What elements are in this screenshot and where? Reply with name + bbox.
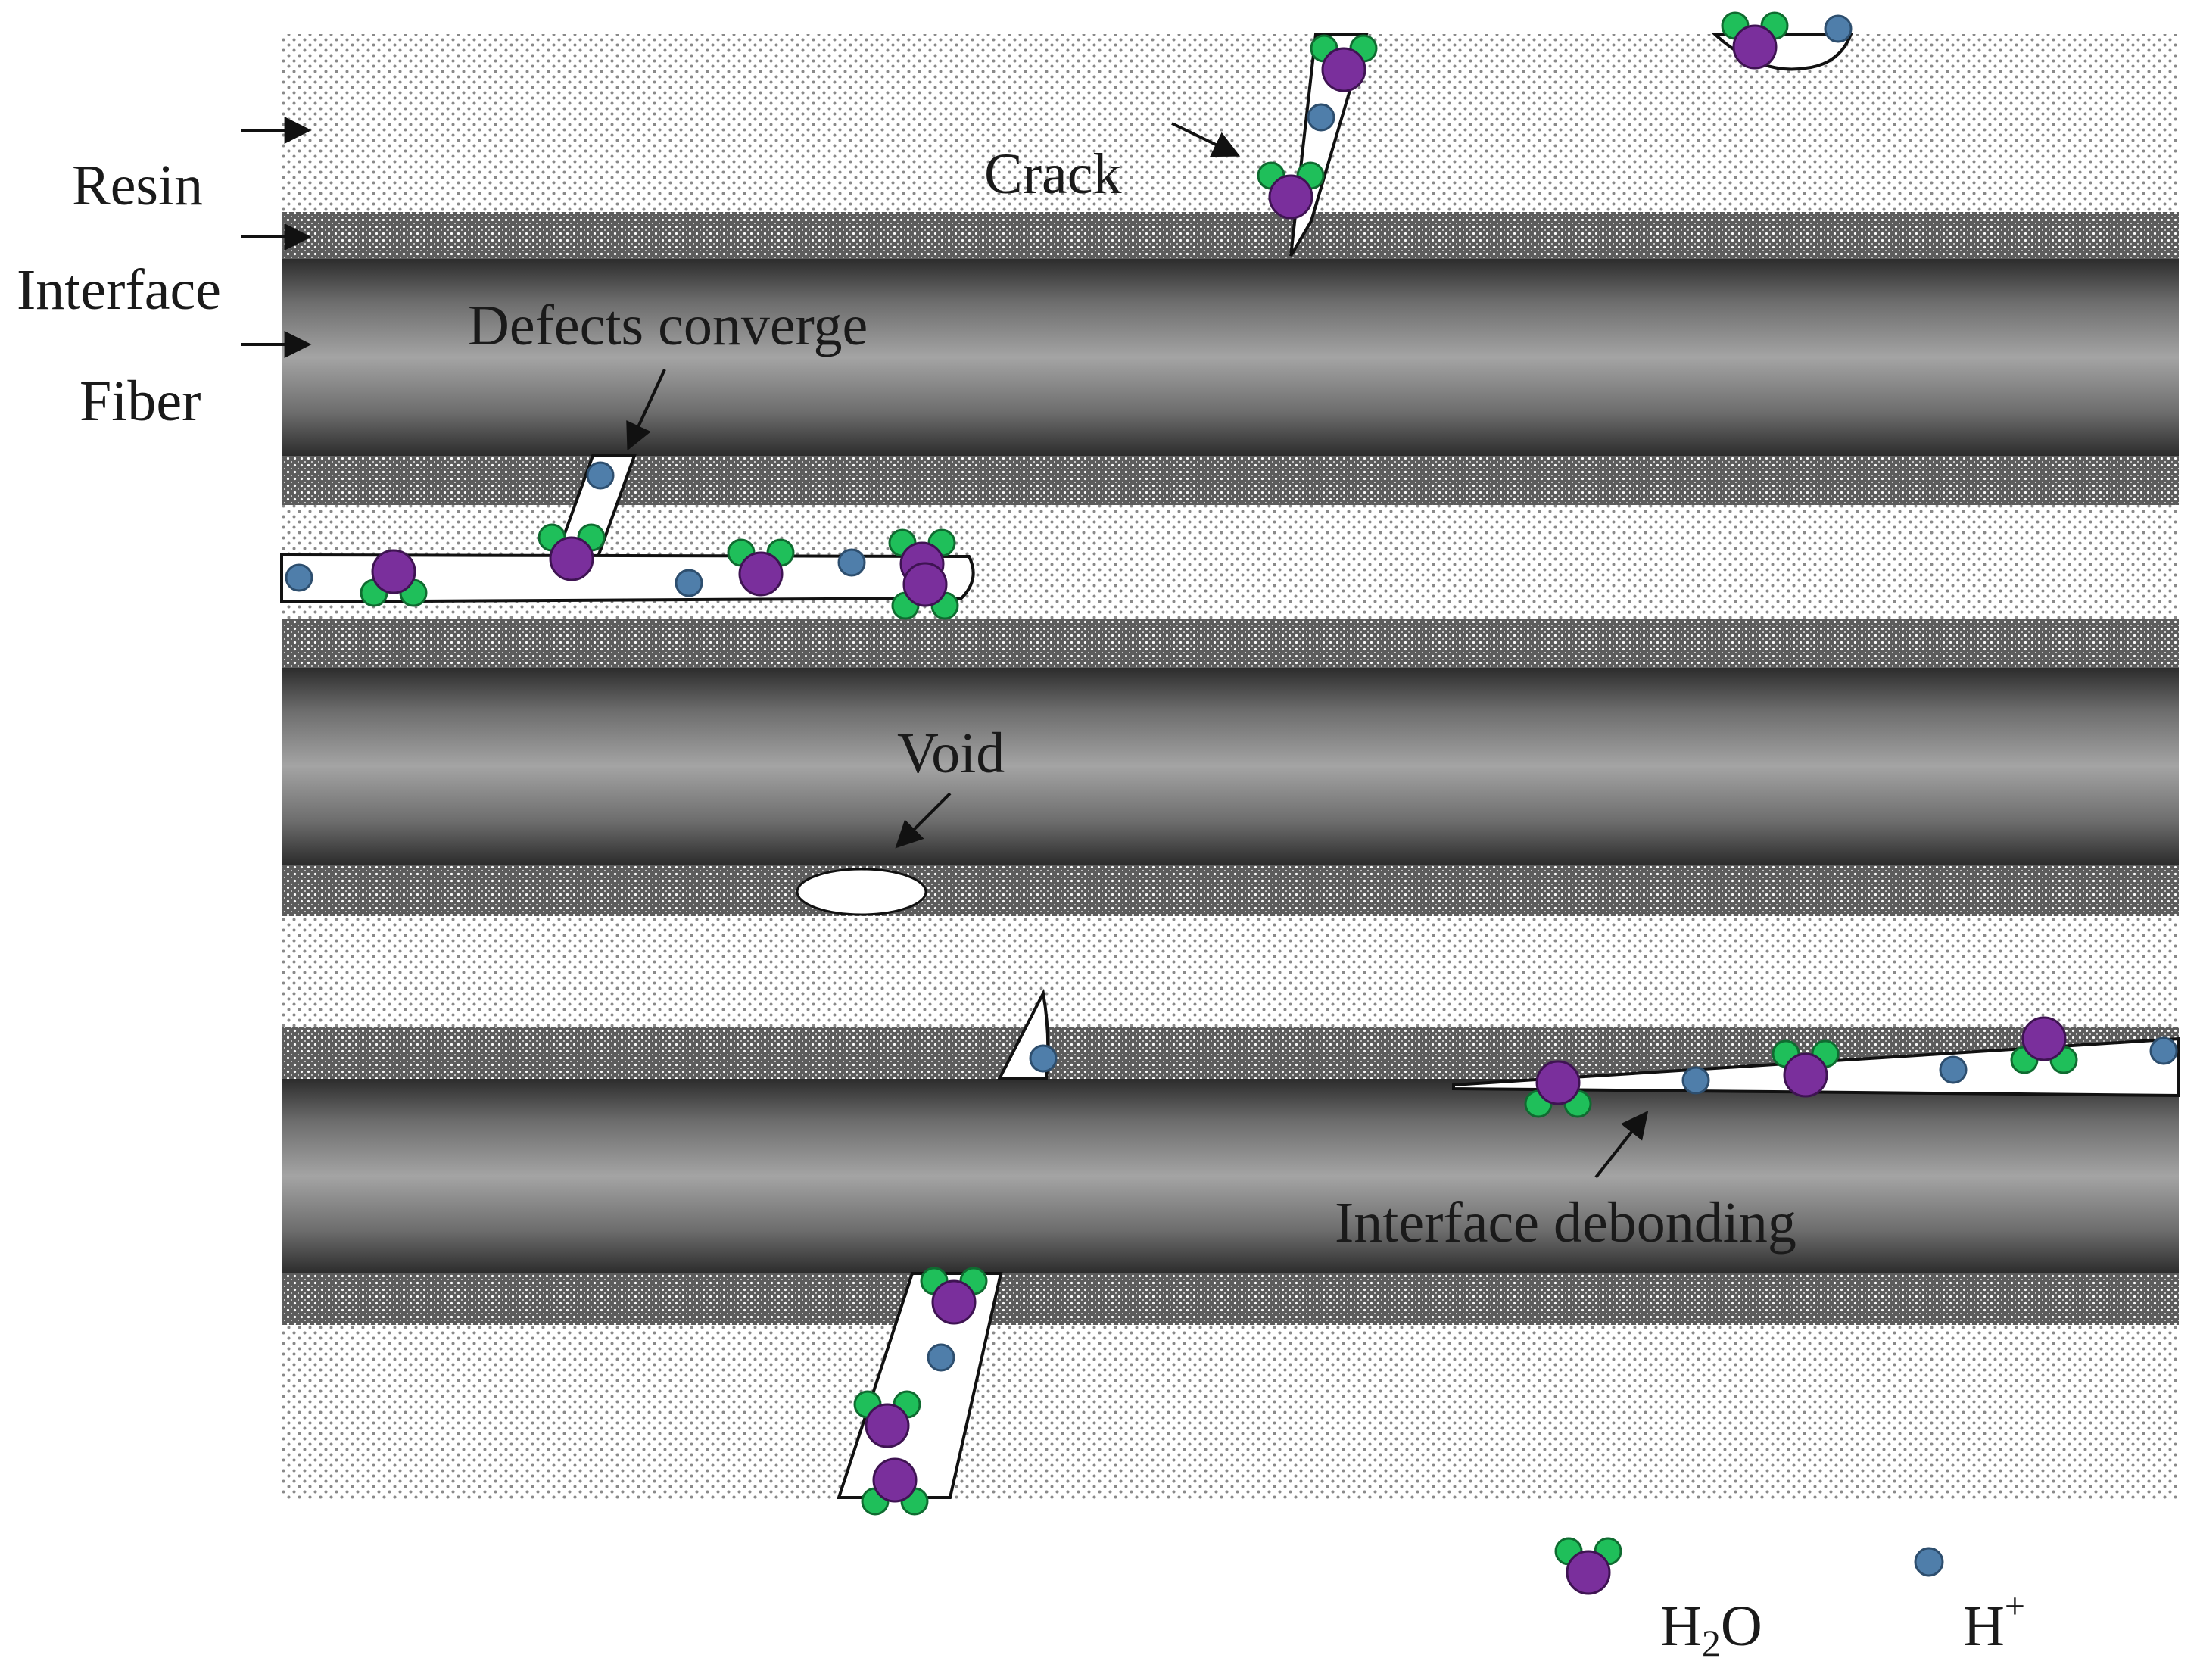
water-molecule [1524, 1060, 1592, 1118]
fiber [282, 1079, 2179, 1273]
interface-band [282, 456, 2179, 505]
interface-debonding-arrow [1594, 1111, 1649, 1179]
proton [1824, 14, 1853, 43]
water-molecule [2010, 1016, 2078, 1074]
water-molecule [1554, 1537, 1622, 1595]
layer-labels: Resin Interface Fiber [17, 154, 221, 433]
water-legend-subscript: 2 [1702, 1622, 1721, 1664]
proton [2149, 1036, 2178, 1065]
crack-label: Crack [984, 142, 1121, 206]
water-molecule [891, 562, 959, 620]
interface-band [282, 212, 2179, 259]
water-molecule [1721, 11, 1789, 70]
defects [280, 33, 2180, 1499]
composite-block [282, 34, 2179, 1499]
proton [1681, 1066, 1710, 1095]
crack-arrow [1171, 122, 1241, 157]
water-molecule [727, 538, 795, 597]
resin-label: Resin [72, 154, 203, 217]
legend: H2O H+ [1554, 1537, 2025, 1664]
water-molecule [360, 549, 428, 607]
proton [927, 1343, 955, 1372]
oxygen-atom [2021, 1016, 2067, 1061]
defects-converge-arrow [626, 369, 666, 451]
interface-band [282, 865, 2179, 916]
water-molecule-icon [1554, 1537, 1622, 1595]
water-legend-h: H [1660, 1594, 1702, 1658]
oxygen-atom [1321, 47, 1366, 92]
oxygen-atom [865, 1403, 910, 1448]
water-legend-o: O [1721, 1594, 1762, 1658]
oxygen-atom [931, 1279, 977, 1325]
void [796, 868, 927, 916]
water-molecule [853, 1390, 921, 1448]
interface-label: Interface [17, 258, 221, 322]
water-molecule [1772, 1039, 1840, 1098]
fiber [282, 259, 2179, 456]
water-legend-label: H2O [1660, 1594, 1762, 1664]
proton [1307, 103, 1335, 132]
oxygen-atom [902, 562, 948, 607]
proton-legend-h: H [1963, 1594, 2005, 1658]
proton [675, 569, 703, 597]
resin-channel [280, 553, 975, 604]
proton [1029, 1044, 1058, 1073]
water-molecule [920, 1267, 988, 1325]
proton [837, 548, 866, 577]
oxygen-atom [1268, 174, 1313, 220]
proton [586, 461, 615, 490]
interface-band [282, 619, 2179, 668]
oxygen-atom [371, 549, 416, 594]
proton-legend-superscript: + [2005, 1586, 2025, 1626]
proton-icon [1914, 1547, 1944, 1577]
proton-legend-label: H+ [1963, 1586, 2025, 1658]
oxygen-atom [1783, 1052, 1828, 1098]
oxygen-atom [1732, 24, 1778, 70]
proton [1939, 1055, 1968, 1084]
proton [285, 563, 313, 592]
oxygen-atom [872, 1457, 918, 1503]
oxygen-atom [1535, 1060, 1581, 1105]
oxygen-atom [1566, 1550, 1611, 1595]
annotation-arrows [241, 117, 1649, 1179]
oxygen-atom [738, 551, 784, 597]
molecules [285, 11, 2178, 1516]
interface-band [282, 1273, 2179, 1325]
water-molecule [1310, 34, 1378, 92]
water-molecule [861, 1457, 929, 1516]
void-label: Void [897, 722, 1005, 785]
interface-debonding-label: Interface debonding [1335, 1191, 1796, 1255]
fiber-label: Fiber [79, 369, 201, 433]
oxygen-atom [549, 536, 594, 581]
fiber [282, 668, 2179, 865]
defects-converge-label: Defects converge [468, 294, 868, 357]
annotation-labels: Crack Defects converge Void Interface de… [468, 142, 1796, 1255]
water-molecule [1257, 161, 1325, 220]
void-arrow [895, 792, 952, 849]
water-molecule [538, 523, 606, 581]
